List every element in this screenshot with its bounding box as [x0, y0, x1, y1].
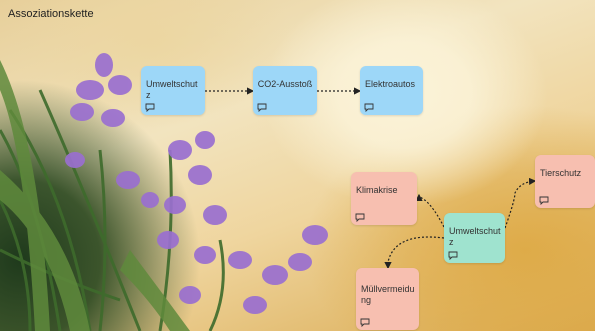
card-muellvermeidung[interactable]: Müllvermeidung — [356, 268, 419, 330]
card-label: Umweltschutz — [146, 79, 198, 100]
comment-icon[interactable] — [145, 103, 155, 112]
comment-icon[interactable] — [539, 196, 549, 205]
card-label: Tierschutz — [540, 168, 582, 178]
card-label: Müllvermeidung — [361, 284, 415, 305]
card-label: Klimakrise — [356, 185, 398, 195]
card-umweltschutz-center[interactable]: Umweltschutz — [444, 213, 505, 263]
card-elektroautos[interactable]: Elektroautos — [360, 66, 423, 115]
card-label: Elektroautos — [365, 79, 416, 89]
comment-icon[interactable] — [360, 318, 370, 327]
board-title: Assoziationskette — [8, 8, 94, 20]
card-label: Umweltschutz — [449, 226, 501, 247]
comment-icon[interactable] — [257, 103, 267, 112]
card-tierschutz[interactable]: Tierschutz — [535, 155, 595, 208]
card-umweltschutz-top[interactable]: Umweltschutz — [141, 66, 205, 115]
comment-icon[interactable] — [355, 213, 365, 222]
comment-icon[interactable] — [364, 103, 374, 112]
card-label: CO2-Ausstoß — [257, 79, 313, 89]
card-co2-ausstoss[interactable]: CO2-Ausstoß — [253, 66, 317, 115]
comment-icon[interactable] — [448, 251, 458, 260]
card-klimakrise[interactable]: Klimakrise — [351, 172, 417, 225]
